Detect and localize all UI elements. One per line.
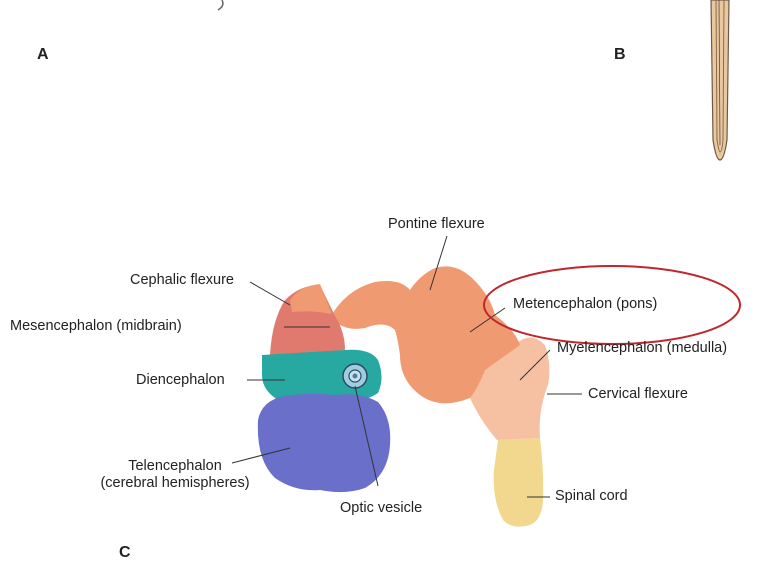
- label-diencephalon: Diencephalon: [136, 372, 225, 389]
- label-pontine-flexure: Pontine flexure: [388, 216, 485, 233]
- label-telencephalon: Telencephalon (cerebral hemispheres): [85, 458, 265, 492]
- label-mesencephalon: Mesencephalon (midbrain): [10, 318, 182, 335]
- label-spinal-cord: Spinal cord: [555, 488, 628, 505]
- panel-a-fragment: [218, 0, 223, 10]
- label-telencephalon-line2: (cerebral hemispheres): [85, 475, 265, 492]
- neural-tube-panel-b: [655, 0, 784, 170]
- label-myelencephalon: Myelencephalon (medulla): [557, 340, 727, 357]
- label-telencephalon-line1: Telencephalon: [85, 458, 265, 475]
- label-cervical-flexure: Cervical flexure: [588, 386, 688, 403]
- optic-vesicle-shape: [343, 364, 367, 388]
- label-cephalic-flexure: Cephalic flexure: [130, 272, 234, 289]
- label-optic-vesicle: Optic vesicle: [340, 500, 422, 517]
- telencephalon-region: [258, 394, 390, 492]
- spinal-cord-region: [494, 438, 544, 527]
- label-metencephalon: Metencephalon (pons): [513, 296, 657, 313]
